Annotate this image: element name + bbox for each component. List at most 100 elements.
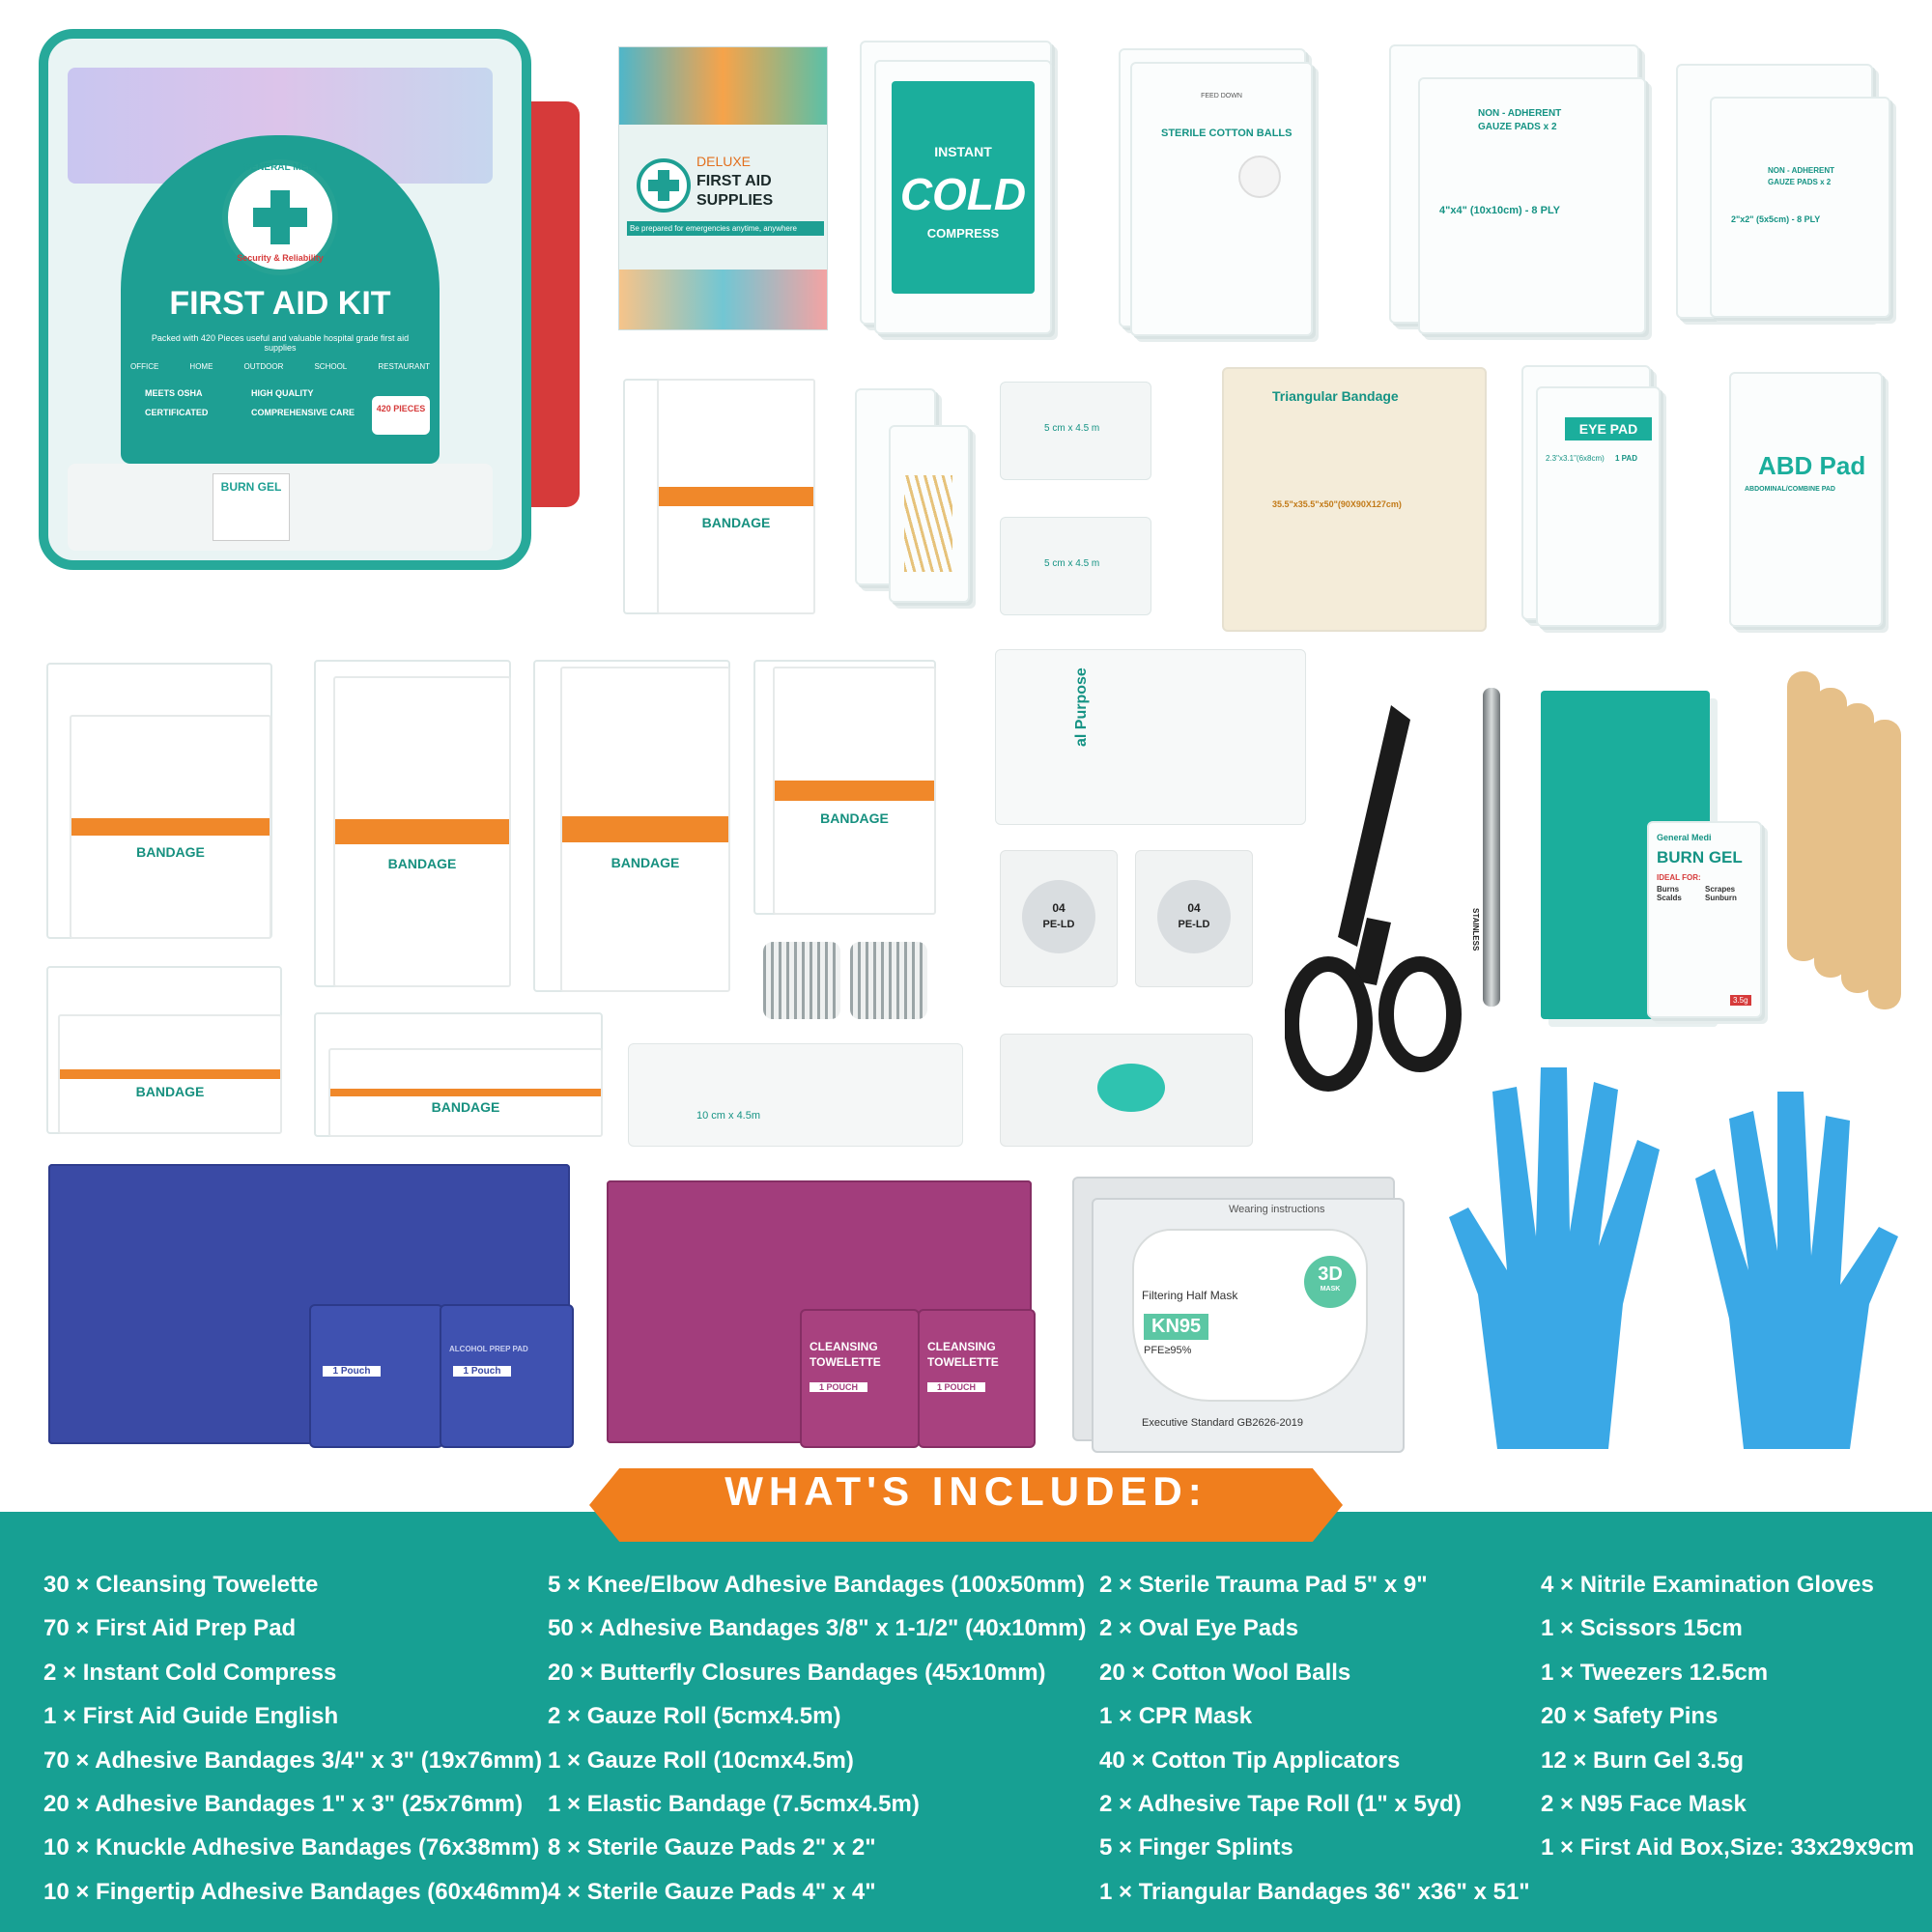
- guide-cross-h: [648, 180, 679, 191]
- eye-pad-size: 2.3"x3.1"(6x8cm): [1546, 454, 1605, 463]
- tape-1-circle: [1022, 880, 1095, 953]
- included-item: 20 × Safety Pins: [1541, 1703, 1719, 1730]
- bandage-stack-a: BANDAGE: [70, 715, 271, 939]
- kit-features: MEETS OSHA HIGH QUALITY CERTIFICATED COM…: [145, 388, 357, 417]
- included-col-2: 5 × Knee/Elbow Adhesive Bandages (100x50…: [548, 1563, 1089, 1914]
- guide-cross-icon: [637, 158, 691, 213]
- bandage-b-label: BANDAGE: [387, 856, 457, 872]
- gauze-2x2-size: 2"x2" (5x5cm) - 8 PLY: [1731, 214, 1821, 224]
- general-purpose-label: al Purpose: [1073, 668, 1090, 747]
- mask-3d-sub: MASK: [1320, 1286, 1341, 1293]
- included-item: 1 × Tweezers 12.5cm: [1541, 1659, 1769, 1686]
- cotton-tip-sticks: [904, 475, 952, 572]
- cold-compress: INSTANT COLD COMPRESS: [874, 60, 1052, 334]
- general-purpose-roll: al Purpose: [995, 649, 1306, 825]
- abd-pad-label: ABD Pad: [1758, 451, 1866, 480]
- gauze-4x4-size: 4"x4" (10x10cm) - 8 PLY: [1439, 205, 1560, 216]
- included-item: 12 × Burn Gel 3.5g: [1541, 1747, 1745, 1774]
- use-scalds: Scalds: [1657, 894, 1682, 902]
- cotton-balls-pack: FEED DOWN STERILE COTTON BALLS: [1130, 62, 1313, 336]
- mask-standard: Executive Standard GB2626-2019: [1142, 1417, 1303, 1429]
- cpr-mask-bag: [1000, 1034, 1253, 1147]
- included-item: 1 × Scissors 15cm: [1541, 1615, 1743, 1642]
- included-item: 30 × Cleansing Towelette: [43, 1572, 319, 1598]
- use-burns: Burns: [1657, 885, 1680, 894]
- gauze-roll-2-label: 5 cm x 4.5 m: [1044, 558, 1100, 569]
- use-sunburn: Sunburn: [1705, 894, 1737, 902]
- burn-gel-pack: General Medi BURN GEL IDEAL FOR: Burns S…: [1647, 821, 1762, 1018]
- gauze-4x4-pack: NON - ADHERENT GAUZE PADS x 2 4"x4" (10x…: [1418, 77, 1646, 334]
- cold-bottom: COMPRESS: [926, 226, 1000, 241]
- place-outdoor: OUTDOOR: [243, 362, 284, 371]
- included-item: 20 × Cotton Wool Balls: [1099, 1659, 1351, 1686]
- cross-icon-bar: [253, 208, 307, 227]
- tape-1-code: 04: [1052, 901, 1065, 915]
- cotton-ball-icon: [1238, 156, 1281, 198]
- burn-gel-uses: Burns Scrapes Scalds Sunburn: [1657, 885, 1753, 902]
- kit-subtitle: Packed with 420 Pieces useful and valuab…: [151, 333, 410, 353]
- feature-certificated: CERTIFICATED: [145, 408, 209, 417]
- cotton-tips: [889, 425, 970, 603]
- towelette-2-label1: CLEANSING: [927, 1340, 996, 1353]
- tape-roll-1: 04 PE-LD: [1000, 850, 1118, 987]
- towelette-1-label1: CLEANSING: [810, 1340, 878, 1353]
- included-col-3: 2 × Sterile Trauma Pad 5" x 9" 2 × Oval …: [1099, 1563, 1530, 1914]
- gauze-roll-1-label: 5 cm x 4.5 m: [1044, 423, 1100, 434]
- burn-gel-weight: 3.5g: [1730, 995, 1751, 1006]
- feed-down-label: FEED DOWN: [1201, 93, 1242, 99]
- place-restaurant: RESTAURANT: [378, 362, 430, 371]
- abd-pad: ABD Pad ABDOMINAL/COMBINE PAD: [1729, 372, 1883, 627]
- prep-pad-2-label: ALCOHOL PREP PAD: [449, 1345, 528, 1353]
- triangular-bandage: Triangular Bandage 35.5"x35.5"x50"(90X90…: [1222, 367, 1487, 632]
- included-item: 1 × First Aid Box,Size: 33x29x9cm: [1541, 1834, 1915, 1861]
- first-aid-guide: DELUXE FIRST AID SUPPLIES Be prepared fo…: [618, 46, 828, 330]
- included-item: 1 × CPR Mask: [1099, 1703, 1253, 1730]
- scissors-blade: [1338, 705, 1410, 947]
- towelette-2: CLEANSING TOWELETTE 1 POUCH: [918, 1309, 1036, 1448]
- safety-pins-2: [850, 942, 927, 1019]
- tape-2-material: PE-LD: [1178, 919, 1210, 930]
- included-item: 8 × Sterile Gauze Pads 2" x 2": [548, 1834, 876, 1861]
- eye-pad-count: 1 PAD: [1615, 454, 1637, 463]
- prep-pad-1: 1 Pouch: [309, 1304, 443, 1448]
- prep-pad-2-count: 1 Pouch: [453, 1366, 511, 1377]
- included-item: 2 × N95 Face Mask: [1541, 1790, 1747, 1817]
- gauze-2x2-line2: GAUZE PADS x 2: [1768, 178, 1832, 186]
- tweezers-label: STAINLESS: [1471, 908, 1480, 952]
- towelette-1-label2: TOWELETTE: [810, 1355, 881, 1369]
- mask-pfe: PFE≥95%: [1144, 1345, 1192, 1356]
- safety-pins-1: [763, 942, 840, 1019]
- towelette-2-label2: TOWELETTE: [927, 1355, 999, 1369]
- scissors-ring-right: [1378, 956, 1462, 1072]
- elastic-bandage: 10 cm x 4.5m: [628, 1043, 963, 1147]
- included-item: 70 × Adhesive Bandages 3/4" x 3" (19x76m…: [43, 1747, 543, 1774]
- included-item: 1 × Elastic Bandage (7.5cmx4.5m): [548, 1790, 920, 1817]
- abd-pad-sub: ABDOMINAL/COMBINE PAD: [1745, 486, 1835, 493]
- guide-illustration-bottom: [619, 270, 827, 329]
- included-item: 1 × First Aid Guide English: [43, 1703, 339, 1730]
- towelette-2-count: 1 POUCH: [927, 1382, 985, 1392]
- scissors-blade-2: [1352, 918, 1391, 985]
- brand-tagline: Security & Reliability: [237, 253, 324, 263]
- feature-quality: HIGH QUALITY: [251, 388, 314, 398]
- guide-title-2: FIRST AID: [696, 173, 772, 189]
- fingertip-bandages-front: BANDAGE: [328, 1048, 603, 1137]
- included-item: 4 × Sterile Gauze Pads 4" x 4": [548, 1878, 876, 1905]
- burn-gel-ideal: IDEAL FOR:: [1657, 873, 1701, 882]
- kit-title: FIRST AID KIT: [169, 285, 391, 322]
- included-item: 50 × Adhesive Bandages 3/8" x 1-1/2" (40…: [548, 1615, 1087, 1642]
- mask-3d-text: 3D: [1318, 1264, 1343, 1285]
- gauze-4x4-line1: NON - ADHERENT: [1478, 108, 1562, 119]
- pieces-badge: 420 PIECES: [372, 396, 430, 435]
- use-scrapes: Scrapes: [1705, 885, 1736, 894]
- gauze-2x2-line1: NON - ADHERENT: [1768, 166, 1835, 175]
- included-item: 2 × Oval Eye Pads: [1099, 1615, 1299, 1642]
- first-aid-box: GENERAL MEDI Security & Reliability FIRS…: [39, 29, 580, 570]
- included-col-4: 4 × Nitrile Examination Gloves 1 × Sciss…: [1541, 1563, 1927, 1870]
- cold-big: COLD: [899, 169, 1027, 219]
- included-item: 40 × Cotton Tip Applicators: [1099, 1747, 1401, 1774]
- gauze-roll-2: 5 cm x 4.5 m: [1000, 517, 1151, 615]
- bandage-c-label: BANDAGE: [611, 855, 680, 871]
- tweezers: [1483, 688, 1500, 1007]
- glove-right-icon: [1695, 1092, 1898, 1449]
